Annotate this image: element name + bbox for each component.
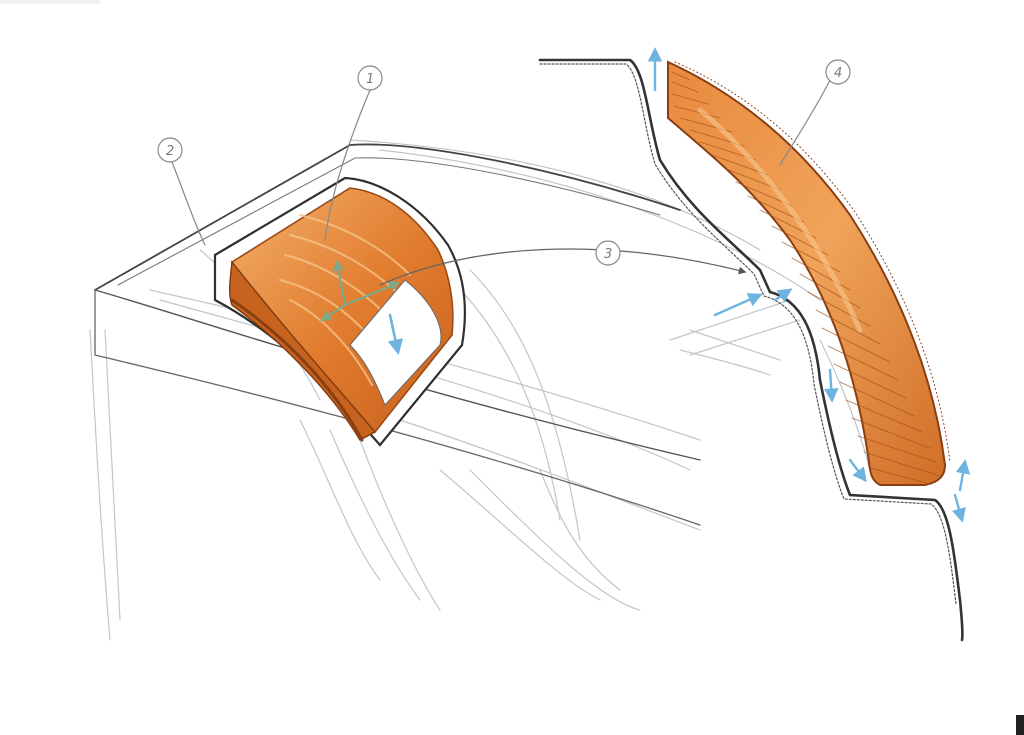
paper-edge — [0, 0, 100, 4]
callout-3-circle — [595, 240, 621, 266]
panel-top-edge — [94, 143, 681, 291]
arch-outer-ticks — [674, 61, 951, 463]
callout-3-leader — [379, 248, 747, 286]
shell-wall-inner — [539, 63, 957, 605]
paper-bottom-edge — [1016, 715, 1024, 735]
cushion-front-face — [229, 260, 377, 441]
cushion-edge-shadow — [230, 298, 364, 442]
callout-4-label: 4 — [834, 66, 842, 81]
airflow-arrow-bottom-down — [951, 493, 966, 523]
callout-1: 1 — [357, 65, 383, 91]
callout-3: 3 — [595, 240, 621, 266]
axis-right-arrow — [343, 281, 401, 307]
construction-lines — [89, 139, 821, 641]
airflow-arrows — [647, 47, 971, 523]
axis-up-arrow — [333, 259, 347, 307]
airflow-arrow-entry — [713, 293, 763, 317]
arch-cushion — [667, 60, 947, 486]
airflow-arrow-side — [824, 368, 839, 403]
right-section-sketch — [538, 47, 971, 642]
airflow-arrow-inlet — [773, 288, 793, 303]
callout-1-circle — [357, 65, 383, 91]
airflow-arrow-bottom-up — [955, 459, 971, 492]
panel-bottom-edge — [94, 289, 701, 526]
callout-4-circle — [825, 59, 851, 85]
axis-down-arrow — [387, 313, 403, 356]
arch-highlight — [697, 107, 863, 333]
section-construction-lines — [669, 299, 871, 471]
callout-2-leader — [171, 161, 206, 246]
callout-4-leader — [779, 79, 831, 166]
axis-arrows — [320, 259, 401, 322]
panel-inner-edge — [117, 157, 661, 286]
callout-2-circle — [157, 137, 183, 163]
callout-2-label: 2 — [166, 144, 174, 159]
callout-1-label: 1 — [366, 72, 374, 87]
shell-wall-outer — [538, 58, 964, 642]
left-panel-sketch — [89, 89, 821, 641]
axis-left-arrow — [320, 303, 347, 322]
callout-1-leader — [324, 89, 371, 241]
callout-3-label: 3 — [604, 247, 612, 262]
arch-hatching — [671, 71, 941, 485]
airflow-arrow-bottom-left — [848, 458, 867, 483]
callout-4: 4 — [825, 59, 851, 85]
callout-2: 2 — [157, 137, 183, 163]
